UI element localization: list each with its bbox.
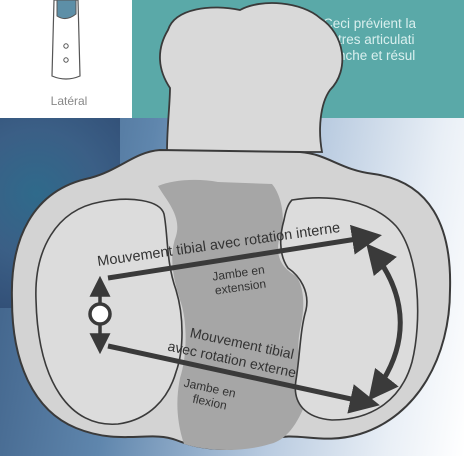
pivot-circle [90,304,110,324]
brace-icon [52,0,80,79]
femur-shape [160,3,342,152]
